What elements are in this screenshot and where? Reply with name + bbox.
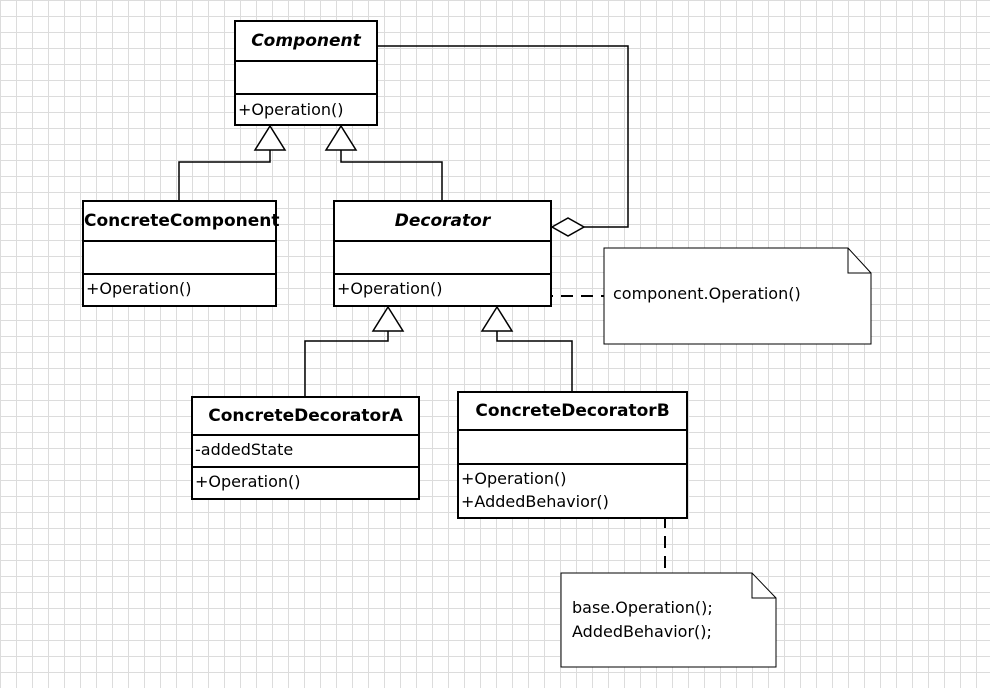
operations-compartment: +Operation() bbox=[193, 468, 418, 498]
class-name: ConcreteDecoratorA bbox=[193, 398, 418, 436]
operation: +AddedBehavior() bbox=[461, 492, 609, 511]
class-name: Decorator bbox=[335, 202, 550, 242]
class-concrete-component[interactable]: ConcreteComponent +Operation() bbox=[82, 200, 279, 307]
note-fold-icon bbox=[751, 573, 776, 599]
class-concrete-decorator-b[interactable]: ConcreteDecoratorB +Operation() +AddedBe… bbox=[457, 391, 688, 519]
note-decorator: component.Operation() bbox=[613, 284, 801, 303]
generalization-decorator-to-component bbox=[340, 150, 443, 200]
attributes-compartment bbox=[335, 242, 550, 275]
note-shape bbox=[603, 247, 872, 345]
attributes-compartment bbox=[236, 62, 376, 95]
operations-compartment: +Operation() +AddedBehavior() bbox=[459, 465, 686, 517]
class-name: ConcreteDecoratorB bbox=[459, 393, 686, 431]
operations-compartment: +Operation() bbox=[84, 275, 275, 305]
note-decorator-b: base.Operation(); AddedBehavior(); bbox=[572, 596, 713, 644]
aggregation-diamond-icon bbox=[550, 217, 586, 237]
operation: +Operation() bbox=[195, 472, 301, 491]
class-concrete-decorator-a[interactable]: ConcreteDecoratorA -addedState +Operatio… bbox=[191, 396, 420, 500]
class-name: ConcreteComponent bbox=[84, 202, 279, 242]
note-fold-icon bbox=[847, 248, 871, 274]
generalization-arrowhead-icon bbox=[324, 124, 358, 151]
note-text: base.Operation(); bbox=[572, 598, 713, 617]
generalization-concretecomponent-to-component bbox=[178, 150, 271, 200]
generalization-decoratorb-to-decorator bbox=[496, 331, 573, 391]
class-decorator[interactable]: Decorator +Operation() bbox=[333, 200, 552, 307]
operation: +Operation() bbox=[86, 279, 192, 298]
class-component[interactable]: Component +Operation() bbox=[234, 20, 378, 126]
note-text: AddedBehavior(); bbox=[572, 622, 712, 641]
generalization-arrowhead-icon bbox=[371, 305, 405, 332]
operations-compartment: +Operation() bbox=[335, 275, 550, 305]
attributes-compartment bbox=[84, 242, 275, 275]
operation: +Operation() bbox=[337, 279, 443, 298]
generalization-decoratora-to-decorator bbox=[304, 331, 389, 396]
aggregation-decorator-to-component bbox=[377, 45, 629, 228]
attributes-compartment bbox=[459, 431, 686, 465]
class-name: Component bbox=[236, 22, 376, 62]
generalization-arrowhead-icon bbox=[253, 124, 287, 151]
attribute: -addedState bbox=[195, 440, 294, 459]
note-text: component.Operation() bbox=[613, 284, 801, 303]
operation: +Operation() bbox=[461, 469, 567, 488]
generalization-arrowhead-icon bbox=[480, 305, 514, 332]
operation: +Operation() bbox=[238, 100, 344, 119]
note-shape bbox=[560, 572, 777, 668]
attributes-compartment: -addedState bbox=[193, 436, 418, 468]
operations-compartment: +Operation() bbox=[236, 95, 376, 124]
